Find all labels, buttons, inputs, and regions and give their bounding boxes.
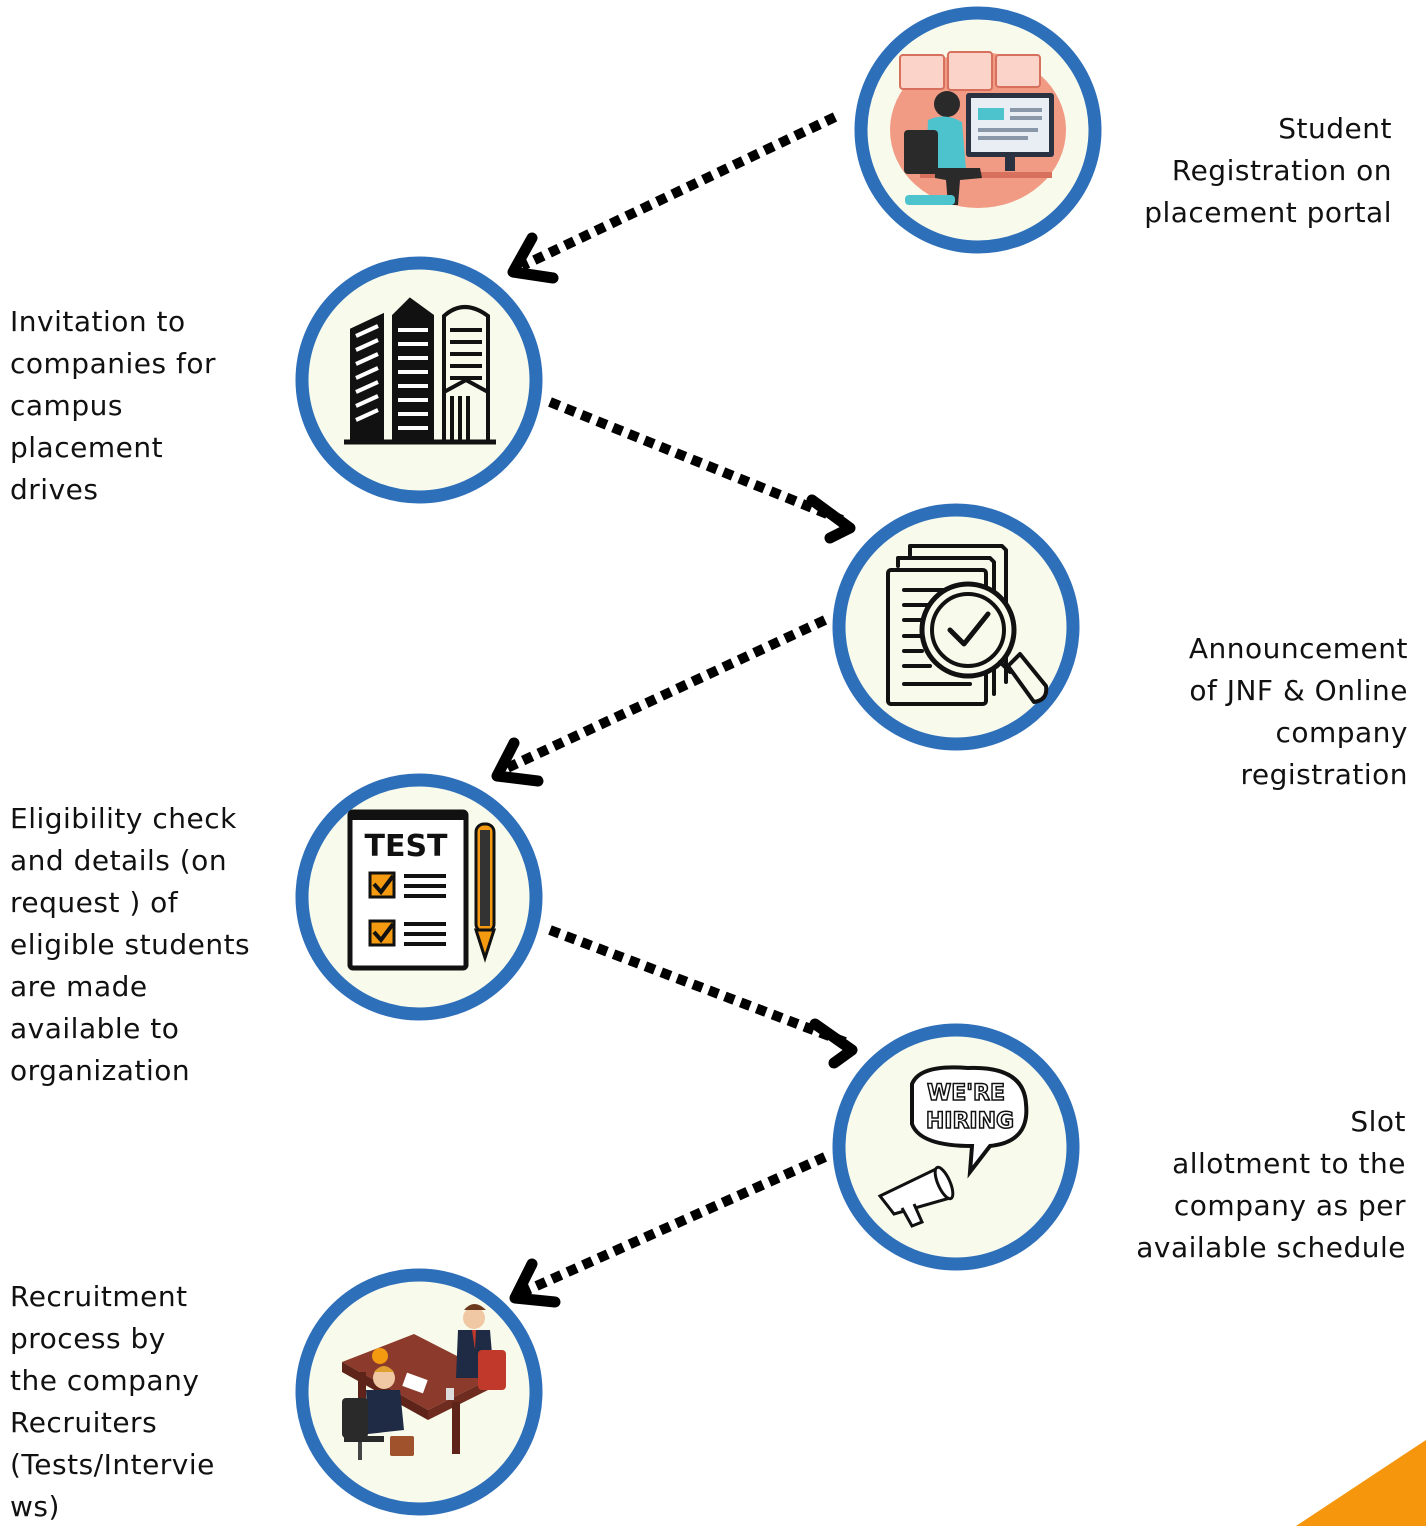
test-checklist-pencil-icon: TEST: [347, 809, 497, 971]
document-magnifier-check-icon: [886, 544, 1049, 706]
label-slot-allotment: Slot allotment to the company as per ava…: [1136, 1105, 1406, 1264]
arrow-2-to-3: [548, 397, 844, 525]
person-at-computer-icon: [890, 51, 1066, 208]
test-label: TEST: [364, 829, 448, 864]
arrow-head-5: [509, 1258, 561, 1308]
arrow-3-to-4: [502, 615, 828, 774]
label-invitation: Invitation to companies for campus place…: [10, 305, 216, 506]
arrow-head-4: [809, 1018, 858, 1069]
hiring-line-2: HIRING: [926, 1109, 1014, 1134]
arrow-head-2: [806, 494, 856, 544]
arrow-1-to-2: [519, 112, 838, 271]
label-recruitment: Recruitment process by the company Recru…: [10, 1280, 215, 1523]
label-eligibility: Eligibility check and details (on reques…: [10, 802, 251, 1087]
corner-accent-triangle: [1296, 1440, 1426, 1526]
arrow-4-to-5: [548, 925, 847, 1047]
buildings-icon: [344, 297, 496, 445]
arrow-head-1: [507, 232, 559, 284]
label-announcement: Announcement of JNF & Online company reg…: [1188, 632, 1408, 791]
hiring-line-1: WE'RE: [927, 1081, 1005, 1106]
hiring-megaphone-icon: WE'RE HIRING: [877, 1065, 1029, 1228]
flow-arrows: [502, 112, 847, 1297]
interview-desk-icon: [342, 1304, 506, 1460]
arrow-5-to-6: [520, 1152, 828, 1297]
step-circles: [295, 6, 1102, 1516]
arrow-head-3: [491, 737, 544, 787]
label-student-registration: Student Registration on placement portal: [1144, 112, 1392, 229]
arrow-heads: [491, 232, 858, 1308]
